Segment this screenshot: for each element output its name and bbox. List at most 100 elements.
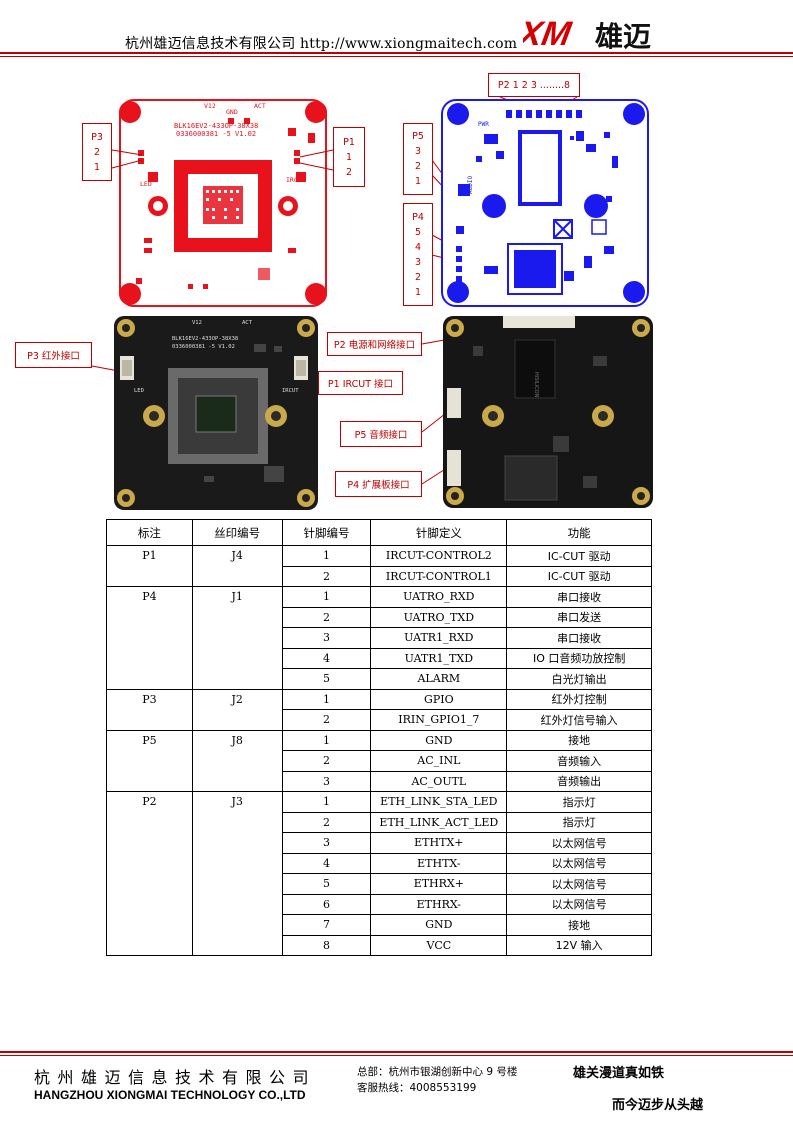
- cell-definition: ETHTX-: [370, 852, 508, 874]
- footer-contact: 总部：杭州市银湖创新中心 9 号楼 客服热线：4008553199: [357, 1064, 517, 1096]
- footer-company-en: HANGZHOU XIONGMAI TECHNOLOGY CO.,LTD: [34, 1088, 306, 1102]
- footer-rule-thin: [0, 1055, 793, 1056]
- cell-pin: 4: [281, 852, 372, 874]
- cell-function: 红外灯控制: [506, 688, 652, 710]
- cell-definition: GND: [370, 914, 508, 936]
- cell-function: 接地: [506, 729, 652, 751]
- callout-red-p3-name: P3: [91, 131, 103, 143]
- cell-silk: J2: [191, 688, 283, 731]
- cell-silk: J1: [191, 586, 283, 690]
- cell-pin: 1: [281, 791, 372, 813]
- callout-blue-p5: P5 3 2 1: [403, 123, 433, 195]
- cell-pin: 8: [281, 934, 372, 956]
- photo-silk-led: LED: [134, 388, 144, 394]
- red-silk-act: ACT: [254, 102, 266, 110]
- cell-pin: 5: [281, 668, 372, 690]
- xiongmai-logo: XM 雄迈: [523, 15, 651, 53]
- red-silk-model: BLK16EV2-433OP-38X38: [174, 122, 258, 130]
- callout-photo-p1: P1 IRCUT 接口: [318, 371, 403, 395]
- cell-definition: GND: [370, 729, 508, 751]
- cell-pin: 1: [281, 688, 372, 710]
- cell-pin: 3: [281, 627, 372, 649]
- cell-mark: P2: [106, 791, 193, 956]
- callout-blue-p4-pin: 5: [414, 226, 422, 238]
- cell-definition: IRCUT-CONTROL1: [370, 565, 508, 587]
- callout-red-p1-pin: 1: [345, 151, 353, 163]
- cell-function: 12V 输入: [506, 934, 652, 956]
- col-header-mark: 标注: [106, 519, 193, 546]
- red-silk-code: 0336000381 -5 V1.02: [176, 130, 256, 138]
- cell-definition: AC_OUTL: [370, 770, 508, 792]
- cell-pin: 5: [281, 873, 372, 895]
- footer-slogan-2: 而今迈步从头越: [612, 1098, 704, 1113]
- cell-function: 指示灯: [506, 791, 652, 813]
- cell-definition: UATR1_TXD: [370, 647, 508, 669]
- callout-blue-p2: P2 1 2 3 ........8: [488, 73, 580, 97]
- cell-mark: P1: [106, 545, 193, 587]
- callout-red-p3-pin: 2: [93, 146, 101, 158]
- photo-silk-model: BLK16EV2-433OP-38X38: [172, 336, 238, 342]
- cell-pin: 6: [281, 893, 372, 915]
- footer-address: 总部：杭州市银湖创新中心 9 号楼: [357, 1066, 518, 1078]
- cell-function: 以太网信号: [506, 832, 652, 854]
- cell-pin: 2: [281, 565, 372, 587]
- table-header-row: 标注 丝印编号 针脚编号 针脚定义 功能: [106, 519, 652, 546]
- red-silk-v12: V12: [204, 102, 216, 110]
- blue-silk-pwr: PWR: [478, 121, 489, 128]
- cell-definition: ETHRX-: [370, 893, 508, 915]
- callout-blue-p5-pin: 1: [414, 176, 422, 187]
- cell-definition: ETHRX+: [370, 873, 508, 895]
- cell-definition: IRCUT-CONTROL2: [370, 545, 508, 567]
- col-header-silk: 丝印编号: [191, 519, 283, 546]
- callout-red-p1-name: P1: [343, 136, 355, 148]
- cell-function: 音频输出: [506, 770, 652, 792]
- cell-function: 指示灯: [506, 811, 652, 833]
- footer-rule: [0, 1051, 793, 1053]
- cell-function: 白光灯输出: [506, 668, 652, 690]
- callout-photo-p5: P5 音频接口: [340, 421, 422, 447]
- cell-definition: ETHTX+: [370, 832, 508, 854]
- cell-definition: ETH_LINK_ACT_LED: [370, 811, 508, 833]
- callout-photo-p3: P3 红外接口: [15, 342, 92, 368]
- cell-function: 以太网信号: [506, 852, 652, 874]
- col-header-function: 功能: [506, 519, 652, 546]
- cell-silk: J3: [191, 791, 283, 956]
- callout-blue-p4: P4 5 4 3 2 1: [403, 203, 433, 306]
- photo-silk-v12: V12: [192, 320, 202, 326]
- blue-silk-audio: AUDIO: [467, 176, 474, 194]
- cell-pin: 1: [281, 729, 372, 751]
- cell-function: IO 口音频功放控制: [506, 647, 652, 669]
- cell-definition: GPIO: [370, 688, 508, 710]
- cell-function: 以太网信号: [506, 873, 652, 895]
- callout-blue-p5-pin: 2: [414, 161, 422, 172]
- logo-letters: XM: [523, 15, 575, 53]
- cell-definition: ALARM: [370, 668, 508, 690]
- cell-function: 串口接收: [506, 627, 652, 649]
- cell-function: IC-CUT 驱动: [506, 565, 652, 587]
- callout-blue-p5-pin: 3: [414, 146, 422, 157]
- header-rule-thin: [0, 56, 793, 57]
- cell-definition: UATRO_RXD: [370, 586, 508, 608]
- callout-red-p3-pin: 1: [93, 161, 101, 173]
- cell-definition: AC_INL: [370, 750, 508, 772]
- cell-function: IC-CUT 驱动: [506, 545, 652, 567]
- callout-blue-p4-pin: 2: [414, 271, 422, 283]
- cell-function: 串口发送: [506, 606, 652, 628]
- cell-definition: VCC: [370, 934, 508, 956]
- cell-definition: UATR1_RXD: [370, 627, 508, 649]
- cell-mark: P5: [106, 729, 193, 792]
- cell-pin: 7: [281, 914, 372, 936]
